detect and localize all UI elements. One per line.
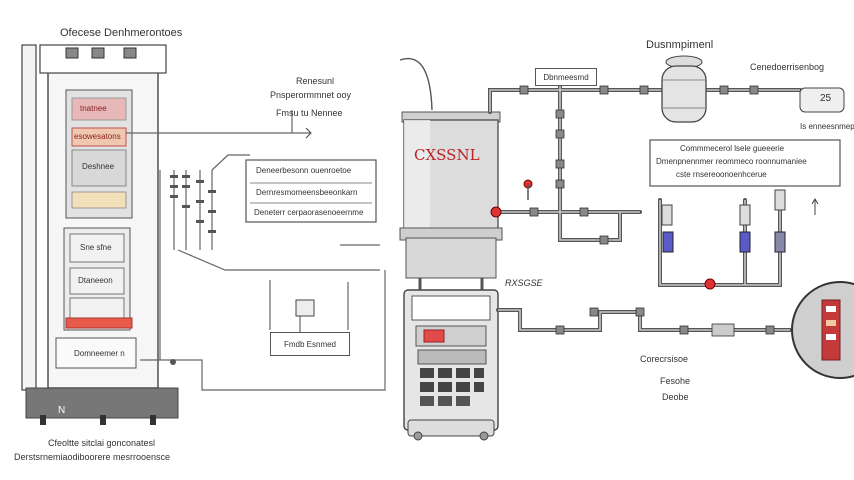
bottom-left-line-1: Cfeoltte sitclai gonconatesl bbox=[48, 438, 156, 448]
controller-label: RXSGSE bbox=[505, 278, 543, 288]
right-small-value: 25 bbox=[820, 93, 832, 104]
left-connector-lines bbox=[126, 110, 386, 391]
center-info-panel bbox=[245, 159, 377, 223]
left-block-1: tnatnee bbox=[80, 104, 107, 113]
top-right-label: Cenedoerrisenbog bbox=[750, 62, 825, 72]
panel-row-3: Deneterr cerpaorasenoeernme bbox=[254, 208, 364, 217]
lower-box: Fmdb Esnmed bbox=[270, 332, 350, 356]
bottom-right-line-3: Deobe bbox=[662, 392, 689, 402]
right-piping bbox=[488, 78, 802, 332]
red-valves bbox=[490, 179, 716, 290]
right-box-line-3: cste rnsereoonoenhcerue bbox=[676, 170, 767, 179]
left-valve-ticks bbox=[170, 175, 216, 365]
panel-row-2: Dernresmomeensbeeonkarn bbox=[256, 188, 358, 197]
note-line-1: Pnsperormmnet ooy bbox=[270, 90, 352, 100]
right-small-device bbox=[799, 87, 845, 113]
left-block-4: Sne sfne bbox=[80, 243, 112, 252]
right-small-caption: Is enneesnmep bbox=[800, 122, 854, 131]
right-gauge bbox=[791, 281, 854, 379]
note-title: Renesunl bbox=[296, 76, 335, 86]
arrows bbox=[305, 127, 819, 215]
bottom-right-line-1: Corecrsisoe bbox=[640, 354, 689, 364]
blue-instruments bbox=[661, 189, 786, 253]
bottom-right-line-2: Fesohe bbox=[660, 376, 691, 386]
panel-row-1: Deneerbesonn ouenroetoe bbox=[256, 166, 352, 175]
left-block-5: Dtaneeon bbox=[78, 276, 113, 285]
top-left-title: Ofecese Denhmerontoes bbox=[60, 27, 183, 39]
top-box: Dbnmeesmd bbox=[535, 68, 597, 86]
pipe-fittings bbox=[519, 85, 775, 337]
left-block-6: Domneemer n bbox=[74, 349, 125, 358]
small-sensor-device bbox=[295, 299, 315, 317]
left-tower bbox=[21, 44, 179, 425]
n-label: N bbox=[58, 405, 66, 416]
right-info-box bbox=[649, 139, 841, 187]
left-block-3: Deshnee bbox=[82, 162, 115, 171]
bottom-left-line-2: Derstsrnemiaodiboorere mesrrooensce bbox=[14, 452, 171, 462]
top-right-title: Dusnmpimenl bbox=[646, 39, 714, 51]
center-vessel bbox=[399, 57, 503, 296]
right-box-line-2: Dmenpnennmer reommeco roonnumaniee bbox=[656, 157, 807, 166]
right-pipe-inner bbox=[489, 80, 800, 331]
top-right-tank bbox=[661, 55, 707, 123]
left-block-2: esowesatons bbox=[74, 132, 121, 141]
controller-cabinet bbox=[403, 289, 499, 441]
note-line-2: Fmsu tu Nennee bbox=[276, 108, 343, 118]
vessel-text: CXSSNL bbox=[414, 146, 480, 164]
right-box-line-1: Commmecerol lsele gueeerie bbox=[680, 144, 785, 153]
